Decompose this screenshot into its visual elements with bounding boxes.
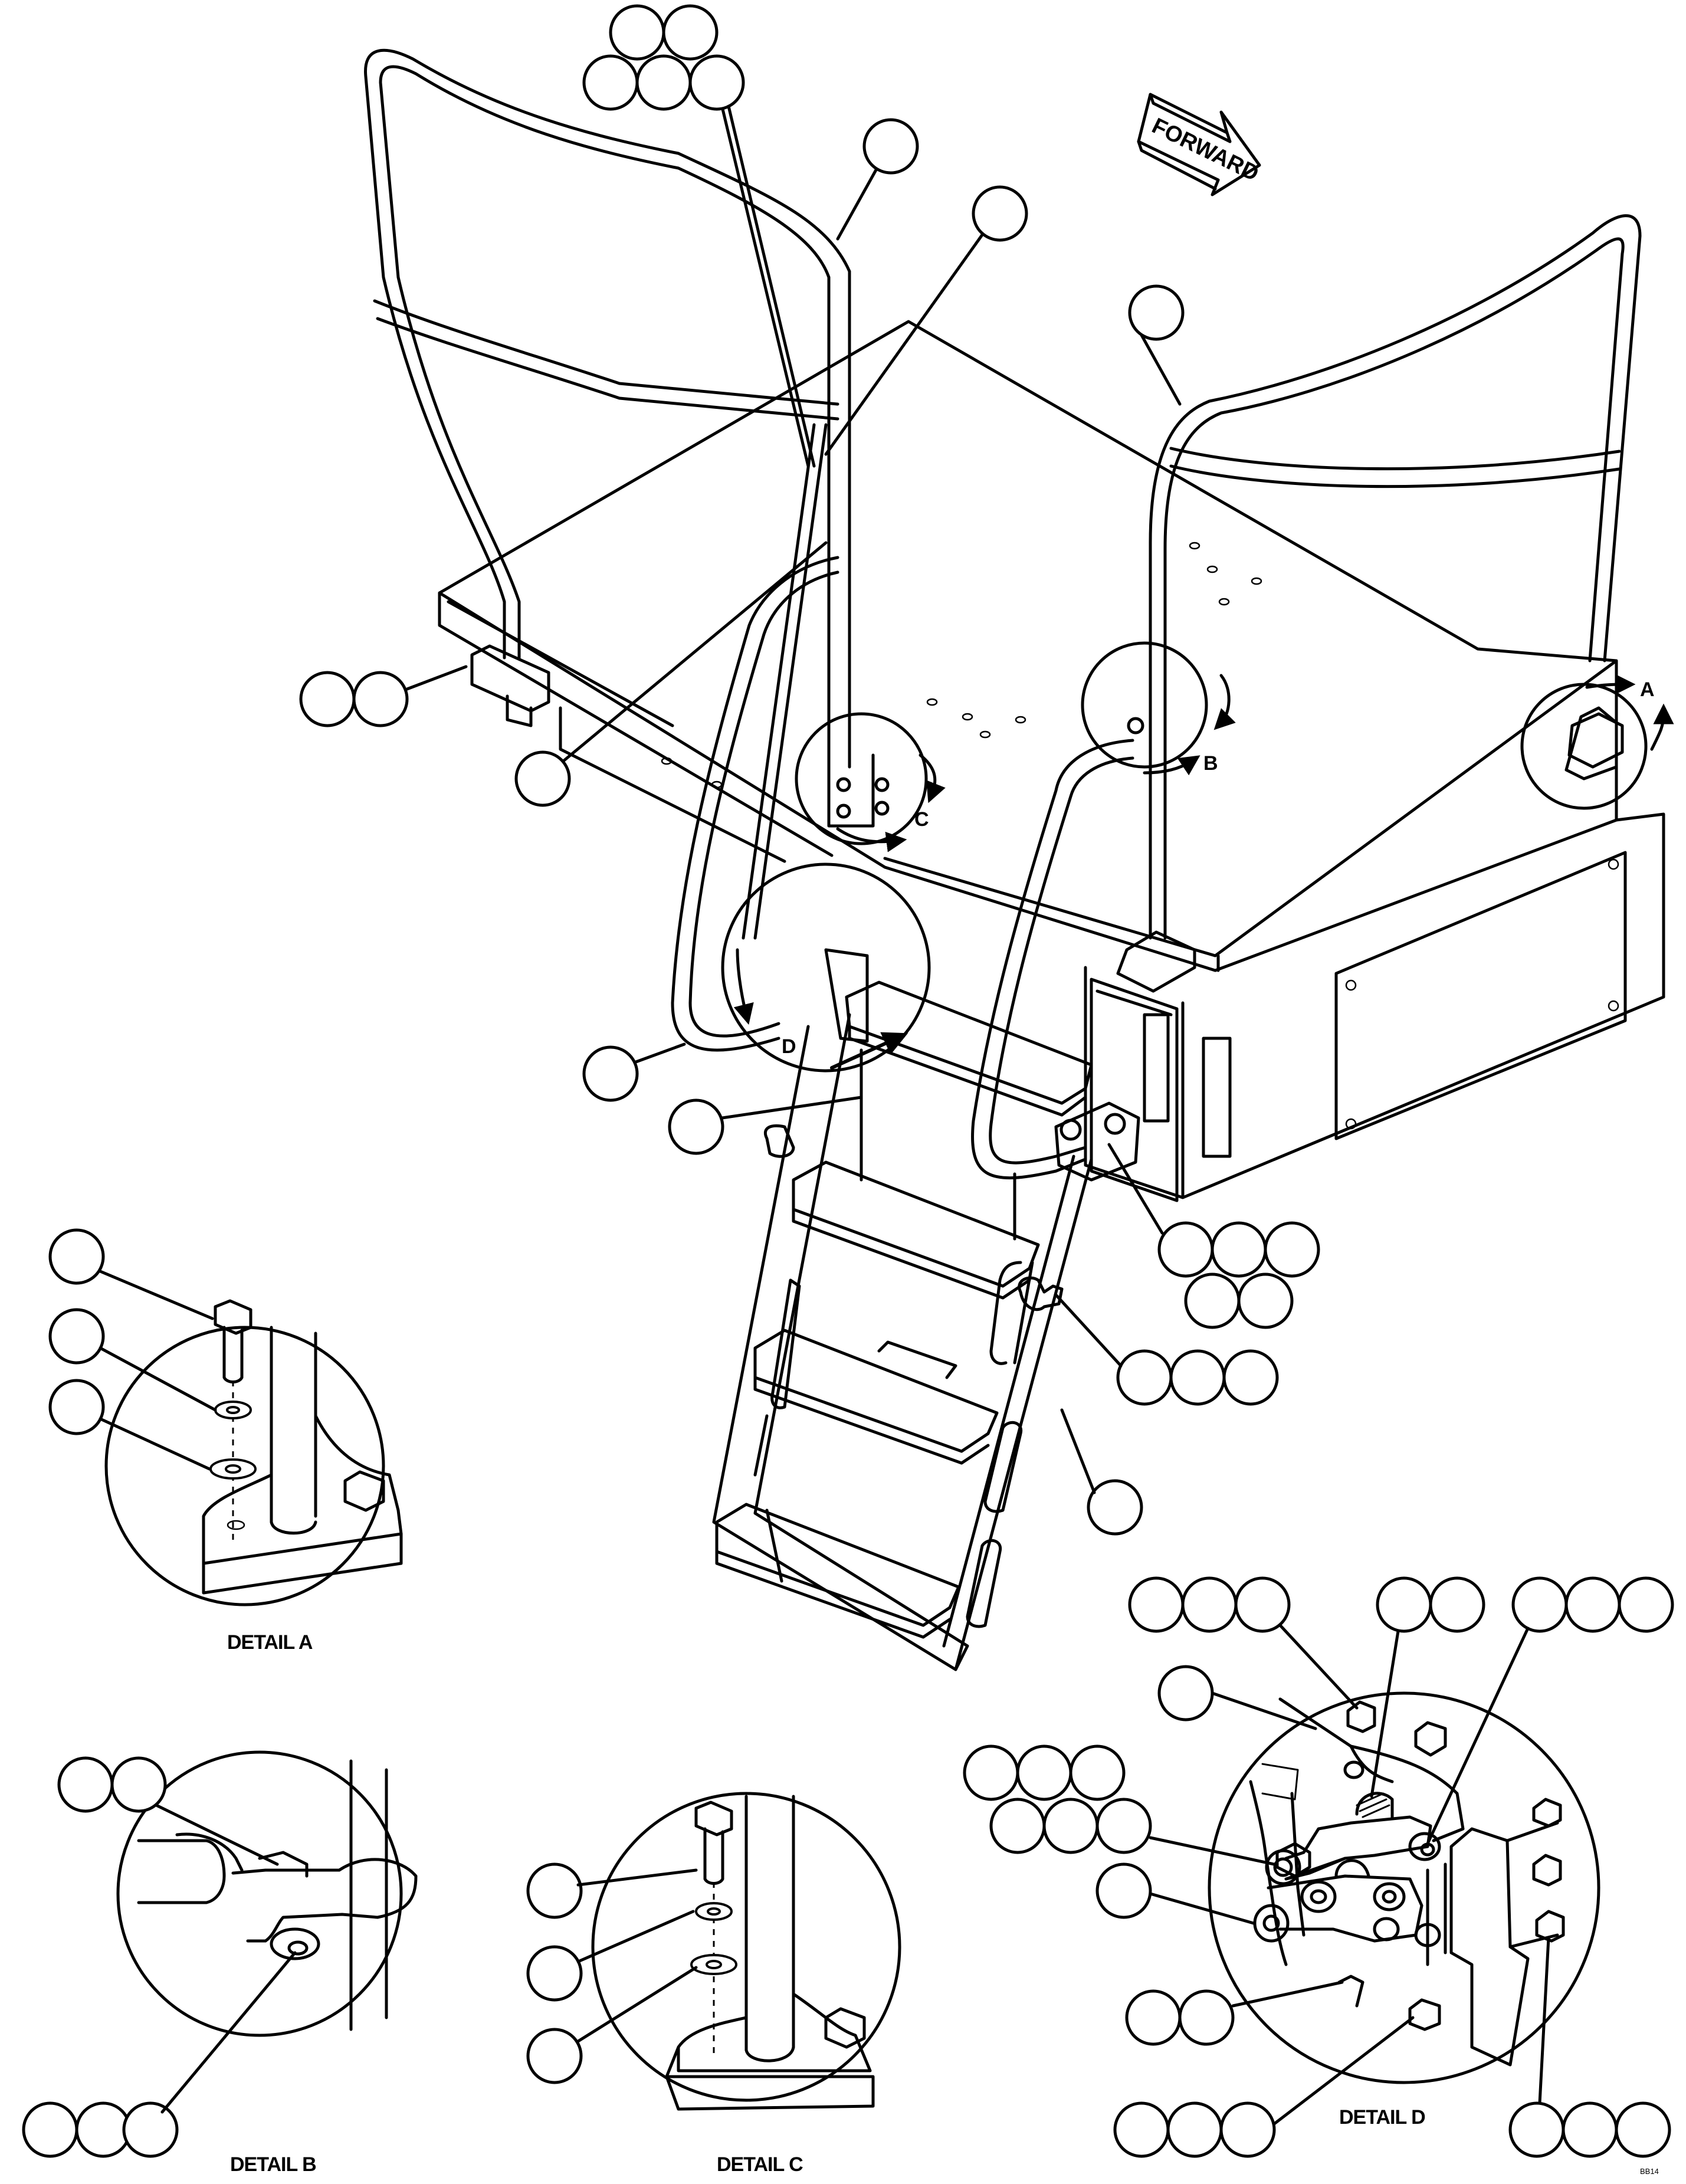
callout xyxy=(662,4,719,61)
detail-a-frame xyxy=(104,1326,385,1606)
callout xyxy=(609,4,665,61)
view-label-b: B xyxy=(1203,752,1218,775)
view-label-c: C xyxy=(914,808,929,831)
callout xyxy=(1237,1273,1294,1329)
left-handrail-crossbar xyxy=(373,299,839,421)
deck-holes xyxy=(661,542,1262,789)
left-handrail xyxy=(364,48,851,769)
detail-callout-circles xyxy=(721,641,1648,1073)
detail-c-callout xyxy=(795,712,928,845)
view-letters: A B C D xyxy=(782,678,1655,1058)
callout xyxy=(1264,1221,1320,1278)
detail-b-callout xyxy=(1081,641,1208,769)
callout xyxy=(862,118,919,175)
callout xyxy=(1211,1221,1267,1278)
stowage-pin xyxy=(764,1124,795,1158)
ladder-hinge-bracket xyxy=(1054,1101,1140,1182)
detail-d: DETAIL D xyxy=(963,1576,1674,2158)
main-leaders xyxy=(405,104,1182,1494)
callout xyxy=(1184,1273,1241,1329)
callout xyxy=(635,54,692,111)
view-label-a: A xyxy=(1640,678,1655,701)
detail-a-title: DETAIL A xyxy=(227,1631,313,1654)
stair-right-stringer xyxy=(942,1155,1093,1671)
callout xyxy=(1222,1349,1279,1406)
ladder-right-rail xyxy=(971,739,1134,1180)
detail-d-callout xyxy=(721,863,931,1073)
forward-label: FORWARD xyxy=(1148,113,1262,186)
detail-c-frame xyxy=(591,1792,901,2102)
detail-b: DETAIL B xyxy=(22,1750,418,2176)
detail-a: DETAIL A xyxy=(48,1228,403,1654)
housing-slot-left xyxy=(1143,1013,1170,1123)
stair-left-stringer xyxy=(712,1013,969,1671)
forward-arrow: FORWARD xyxy=(1137,93,1262,196)
ladder-left-rail xyxy=(671,556,839,1052)
right-rail-foot xyxy=(1116,930,1196,993)
main-callouts xyxy=(299,4,1320,1536)
housing-slot-right xyxy=(1202,1037,1232,1158)
callout xyxy=(668,1098,724,1155)
right-handrail-crossbar xyxy=(1169,447,1621,488)
left-side-skirt xyxy=(447,600,786,863)
callout xyxy=(1157,1221,1214,1278)
callout xyxy=(582,1045,639,1102)
callout xyxy=(514,750,571,807)
callout xyxy=(1116,1349,1173,1406)
callout xyxy=(972,185,1028,242)
detail-c-title: DETAIL C xyxy=(717,2153,803,2176)
main-view: A B C D FORWARD xyxy=(299,4,1674,1671)
left-rail-clamp xyxy=(470,644,550,727)
platform-deck xyxy=(438,320,1618,972)
detail-d-title: DETAIL D xyxy=(1339,2106,1425,2129)
callout xyxy=(1169,1349,1226,1406)
ladder-strut xyxy=(742,423,828,940)
view-label-d: D xyxy=(782,1035,796,1058)
stair-back-stringer xyxy=(860,1048,1016,1241)
callout xyxy=(1128,284,1185,341)
callout xyxy=(299,671,356,727)
callout xyxy=(688,54,745,111)
quick-release-pin xyxy=(1018,1276,1064,1311)
rotation-arrows xyxy=(733,674,1674,1070)
detail-a-bolt xyxy=(214,1299,252,1383)
callout xyxy=(352,671,409,727)
detail-c: DETAIL C xyxy=(526,1792,901,2176)
nameplate xyxy=(1334,851,1627,1140)
stair-treads xyxy=(715,980,1093,1639)
detail-d-bracket xyxy=(824,948,869,1043)
detail-c-bolt xyxy=(694,1801,733,1885)
detail-a-callout xyxy=(1520,683,1648,810)
callout xyxy=(1087,1479,1143,1536)
right-handrail xyxy=(1149,214,1642,940)
platform-side xyxy=(438,591,1665,1199)
drawing-code: BB14 xyxy=(1640,2167,1659,2176)
detail-b-frame xyxy=(116,1750,403,2037)
detail-d-frame xyxy=(1208,1691,1600,2084)
corner-housing xyxy=(1090,978,1179,1202)
callout xyxy=(582,54,639,111)
detail-b-title: DETAIL B xyxy=(230,2153,316,2176)
